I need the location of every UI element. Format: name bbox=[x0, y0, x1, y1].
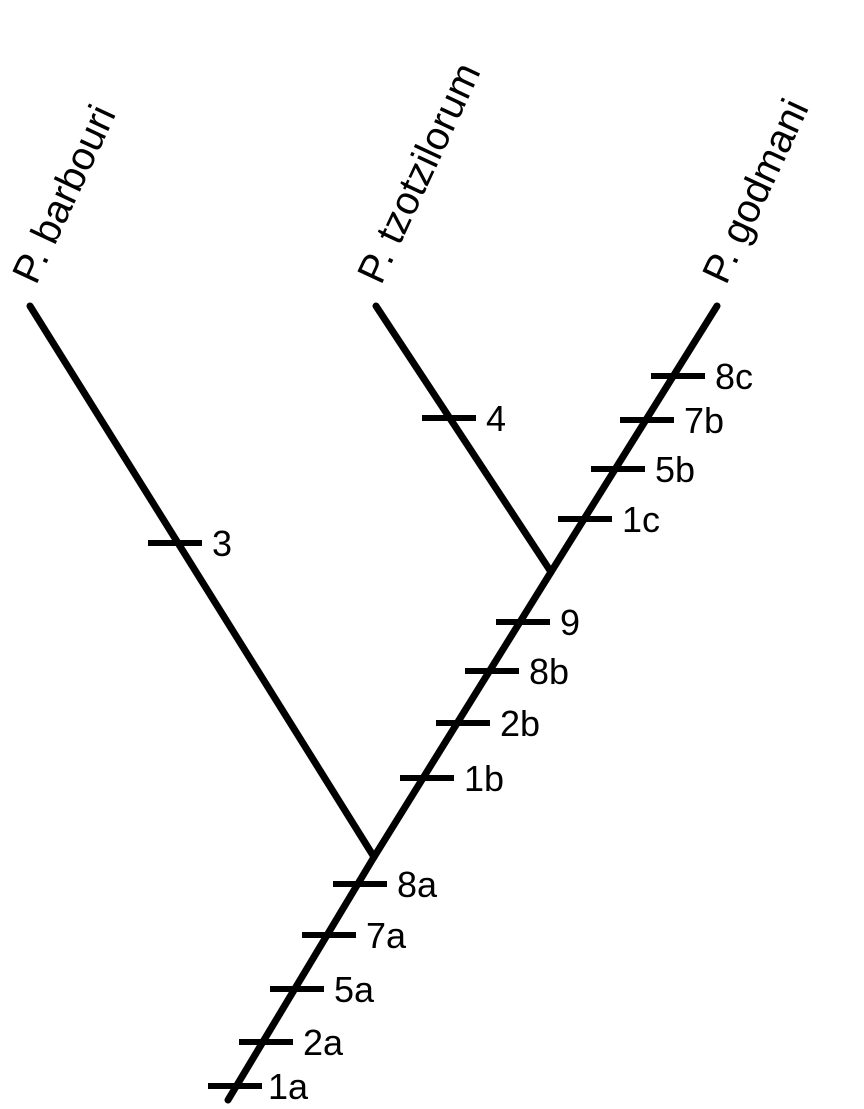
branch-barbouri bbox=[26, 302, 378, 861]
branch-godmani bbox=[547, 302, 721, 576]
taxon-label-tzotzilorum: P. tzotzilorum bbox=[349, 56, 489, 290]
char-label-8a: 8a bbox=[397, 864, 438, 905]
taxon-label-barbouri: P. barbouri bbox=[4, 99, 124, 290]
taxon-label-godmani: P. godmani bbox=[694, 92, 817, 289]
branch-root-stem bbox=[224, 853, 378, 1104]
char-label-1b: 1b bbox=[464, 758, 504, 799]
taxon-labels: P. barbouri P. tzotzilorum P. godmani bbox=[4, 56, 817, 290]
char-label-2b: 2b bbox=[500, 703, 540, 744]
char-label-4: 4 bbox=[486, 398, 506, 439]
char-label-9: 9 bbox=[560, 602, 580, 643]
char-label-8c: 8c bbox=[715, 356, 753, 397]
char-label-5a: 5a bbox=[334, 969, 375, 1010]
char-label-7b: 7b bbox=[684, 400, 724, 441]
char-label-2a: 2a bbox=[303, 1022, 344, 1063]
character-labels: 3 4 8c 7b 5b 1c 9 8b 2b 1b 8a 7a 5a 2a 1… bbox=[212, 356, 753, 1107]
branch-tzotzilorum bbox=[372, 302, 555, 576]
char-label-1a: 1a bbox=[268, 1066, 309, 1107]
char-label-8b: 8b bbox=[529, 651, 569, 692]
ticks bbox=[148, 373, 705, 1089]
char-label-1c: 1c bbox=[622, 499, 660, 540]
branches bbox=[26, 302, 721, 1104]
char-label-3: 3 bbox=[212, 523, 232, 564]
char-label-7a: 7a bbox=[366, 915, 407, 956]
char-label-5b: 5b bbox=[655, 449, 695, 490]
